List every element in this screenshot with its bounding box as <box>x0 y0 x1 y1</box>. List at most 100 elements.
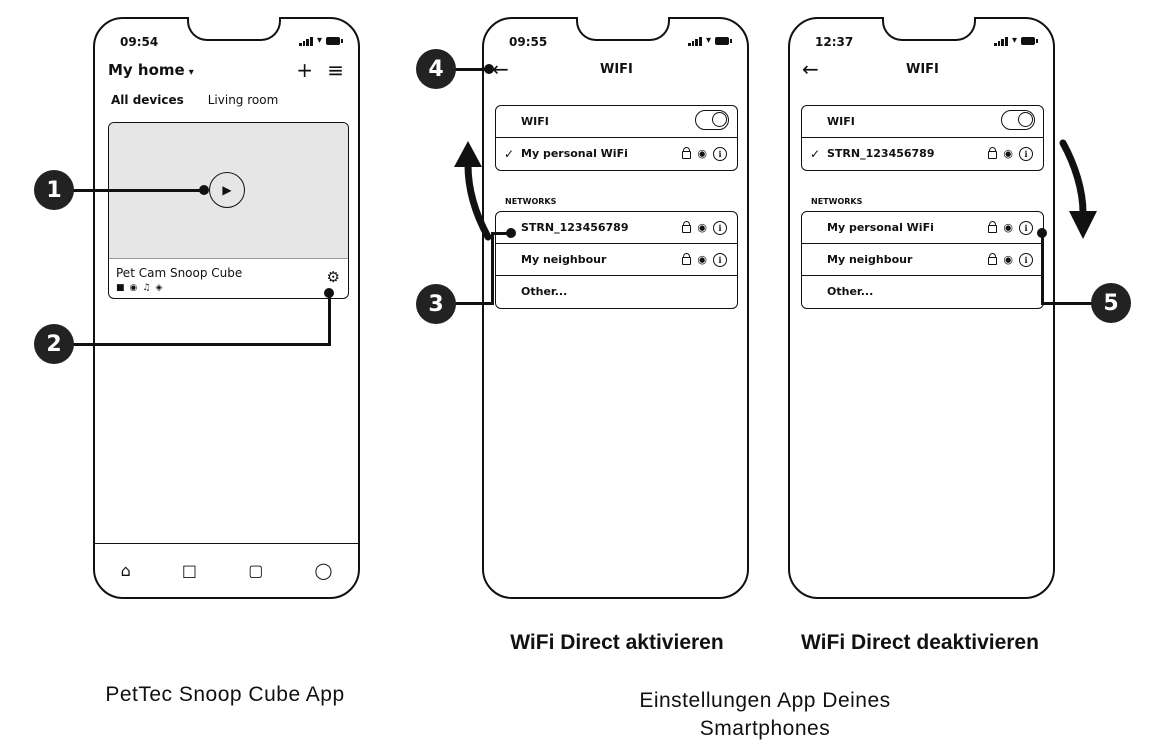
status-icons: ▾ <box>298 35 343 46</box>
wifi-icon: ◉ <box>697 221 707 234</box>
network-name: My personal WiFi <box>827 221 934 234</box>
network-row[interactable]: My personal WiFi ◉ i <box>802 212 1043 244</box>
status-time: 09:55 <box>509 35 548 49</box>
phone-notch <box>882 17 976 41</box>
network-name: My neighbour <box>827 253 913 266</box>
caption-settings-line1: Einstellungen App Deines <box>639 689 891 712</box>
wifi-icon: ◉ <box>1003 147 1013 160</box>
shop-icon[interactable]: ▢ <box>248 561 264 580</box>
phone-notch <box>187 17 281 41</box>
info-icon[interactable]: i <box>713 220 727 235</box>
bottom-nav: ⌂ □ ▢ ◯ <box>95 543 358 597</box>
status-icons: ▾ <box>687 36 732 46</box>
wifi-group: WIFI ✓ My personal WiFi ◉ i <box>495 105 738 171</box>
signal-icon <box>298 36 313 46</box>
callout-badge-2: 2 <box>34 324 74 364</box>
lock-icon <box>988 221 998 233</box>
network-row[interactable]: My neighbour ◉ i <box>802 244 1043 276</box>
info-icon[interactable]: i <box>713 252 727 267</box>
connected-network-row[interactable]: ✓ My personal WiFi ◉ i <box>496 138 737 169</box>
network-row[interactable]: My neighbour ◉ i <box>496 244 737 276</box>
wifi-toggle-row: WIFI <box>496 106 737 138</box>
wifi-toggle[interactable] <box>695 110 729 130</box>
networks-heading: NETWORKS <box>505 197 557 206</box>
network-row[interactable]: STRN_123456789 ◉ i <box>496 212 737 244</box>
signal-icon <box>993 36 1008 46</box>
play-button[interactable]: ▶ <box>209 172 245 208</box>
add-device-icon[interactable]: + <box>296 58 313 82</box>
back-arrow-icon[interactable]: ← <box>802 57 819 81</box>
networks-heading: NETWORKS <box>811 197 863 206</box>
chat-icon[interactable]: □ <box>181 561 198 580</box>
callout-dot-4 <box>484 64 494 74</box>
callout-line-5-vertical <box>1041 233 1044 305</box>
info-icon[interactable]: i <box>1019 146 1033 161</box>
tab-all-devices[interactable]: All devices <box>111 93 184 107</box>
callout-badge-1: 1 <box>34 170 74 210</box>
wifi-status-icon: ◈ <box>155 283 163 293</box>
home-selector[interactable]: My home▾ <box>108 61 194 79</box>
lock-icon <box>682 221 692 233</box>
device-name: Pet Cam Snoop Cube <box>116 266 243 280</box>
callout-badge-5: 5 <box>1091 283 1131 323</box>
caret-down-icon: ▾ <box>188 67 194 78</box>
callout-dot-2 <box>324 288 334 298</box>
battery-icon <box>715 37 732 45</box>
mute-bell-icon: ♫ <box>142 283 151 293</box>
info-icon[interactable]: i <box>713 146 727 161</box>
wifi-icon: ◉ <box>1003 221 1013 234</box>
network-name: STRN_123456789 <box>521 221 629 234</box>
battery-status-icon: ■ <box>116 283 125 293</box>
callout-badge-3: 3 <box>416 284 456 324</box>
info-icon[interactable]: i <box>1019 220 1033 235</box>
record-icon: ◉ <box>129 283 138 293</box>
wifi-label: WIFI <box>827 115 855 128</box>
page-title: WIFI <box>600 62 633 77</box>
check-icon: ✓ <box>504 146 515 161</box>
network-row-other[interactable]: Other... <box>802 276 1043 307</box>
wifi-icon: ▾ <box>316 35 322 46</box>
callout-line-5 <box>1041 302 1093 305</box>
menu-icon[interactable]: ≡ <box>327 58 344 82</box>
caption-wifi-direct-activate: WiFi Direct aktivieren <box>510 631 724 654</box>
lock-icon <box>988 147 998 159</box>
networks-group: STRN_123456789 ◉ i My neighbour ◉ i Other.… <box>495 211 738 309</box>
wifi-toggle[interactable] <box>1001 110 1035 130</box>
caption-app-name: PetTec Snoop Cube App <box>105 683 345 706</box>
tab-living-room[interactable]: Living room <box>207 93 279 107</box>
lock-icon <box>682 147 692 159</box>
callout-line-3-top <box>491 232 511 235</box>
wifi-toggle-row: WIFI <box>802 106 1043 138</box>
network-name: STRN_123456789 <box>827 147 935 160</box>
callout-line-2-vertical <box>328 293 331 346</box>
wifi-label: WIFI <box>521 115 549 128</box>
phone-pettec-app: 09:54 ▾ My home▾ + ≡ All devices Living … <box>93 17 360 599</box>
device-card[interactable]: ▶ Pet Cam Snoop Cube ■ ◉ ♫ ◈ ⚙ <box>108 122 349 299</box>
wifi-icon: ▾ <box>1011 35 1017 46</box>
page-title: WIFI <box>906 62 939 77</box>
wifi-icon: ◉ <box>1003 253 1013 266</box>
wifi-icon: ◉ <box>697 147 707 160</box>
callout-line-3-vertical <box>491 233 494 305</box>
network-row-other[interactable]: Other... <box>496 276 737 307</box>
callout-line-1 <box>72 189 204 192</box>
room-tabs: All devices Living room <box>111 93 278 107</box>
profile-icon[interactable]: ◯ <box>314 561 333 580</box>
status-time: 09:54 <box>120 35 159 49</box>
home-icon[interactable]: ⌂ <box>120 561 131 580</box>
curved-arrow-up-icon <box>454 141 492 241</box>
info-icon[interactable]: i <box>1019 252 1033 267</box>
battery-icon <box>1021 37 1038 45</box>
lock-icon <box>682 253 692 265</box>
wifi-icon: ◉ <box>697 253 707 266</box>
page-title: My home <box>108 61 185 79</box>
settings-gear-icon[interactable]: ⚙ <box>326 268 340 286</box>
networks-group: My personal WiFi ◉ i My neighbour ◉ i Othe… <box>801 211 1044 309</box>
network-name: Other... <box>521 285 568 298</box>
connected-network-row[interactable]: ✓ STRN_123456789 ◉i <box>802 138 1043 169</box>
status-time: 12:37 <box>815 35 854 49</box>
network-name: My personal WiFi <box>521 147 628 160</box>
callout-badge-4: 4 <box>416 49 456 89</box>
network-name: My neighbour <box>521 253 607 266</box>
back-arrow-icon[interactable]: ← <box>492 57 509 81</box>
